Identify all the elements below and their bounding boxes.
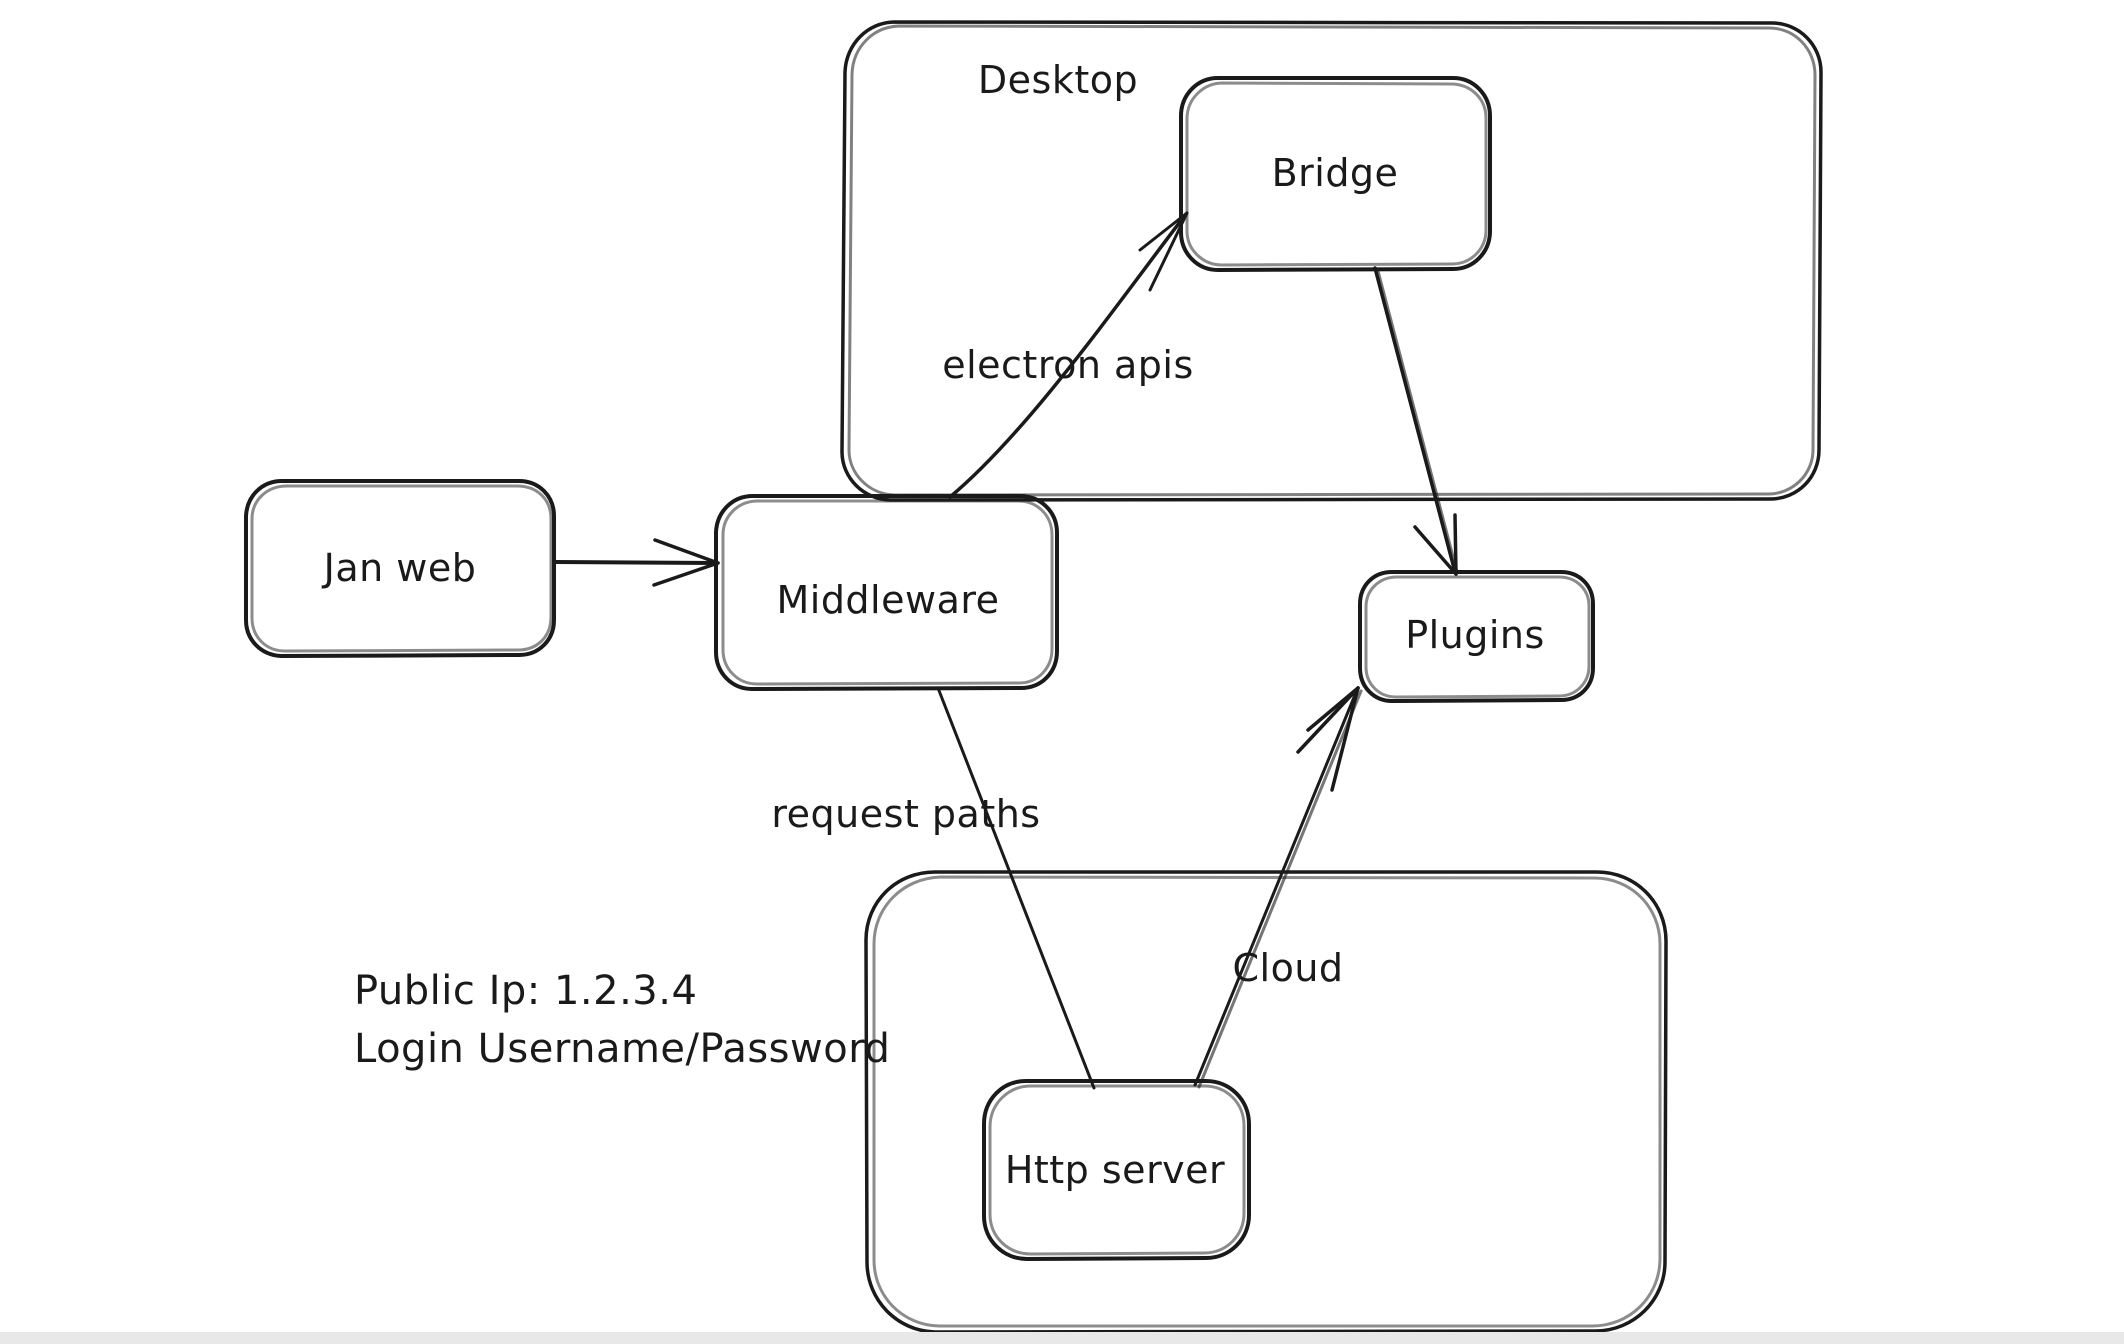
edge-jan-web-to-middleware — [554, 538, 720, 587]
edge-middleware-to-bridge — [948, 211, 1189, 499]
node-label-jan-web: Jan web — [323, 546, 477, 590]
group-cloud-outline — [864, 870, 1668, 1334]
note-public-ip: Public Ip: 1.2.3.4 — [354, 968, 698, 1014]
edge-label-cloud: Cloud — [1232, 946, 1344, 990]
edge-label-electron-apis: electron apis — [942, 343, 1194, 387]
node-label-middleware: Middleware — [776, 578, 1000, 622]
node-label-plugins: Plugins — [1405, 613, 1545, 657]
node-jan-web-outline[interactable] — [244, 479, 556, 658]
node-http-server-outline[interactable] — [982, 1079, 1251, 1261]
group-desktop-outline — [840, 20, 1823, 502]
group-label-desktop: Desktop — [977, 58, 1139, 102]
note-login-credentials: Login Username/Password — [354, 1026, 891, 1072]
node-label-bridge: Bridge — [1271, 151, 1399, 195]
node-plugins-outline[interactable] — [1358, 570, 1595, 703]
node-label-http-server: Http server — [1004, 1148, 1226, 1192]
edge-label-request-paths: request paths — [771, 792, 1041, 836]
node-middleware-outline[interactable] — [714, 494, 1059, 691]
edge-http-server-to-plugins — [1193, 686, 1363, 1089]
node-bridge-outline[interactable] — [1179, 76, 1492, 272]
bottom-scroll-bar[interactable] — [0, 1332, 2124, 1344]
edge-middleware-to-http-server — [936, 686, 1096, 1090]
edge-bridge-to-plugins — [1373, 266, 1459, 576]
